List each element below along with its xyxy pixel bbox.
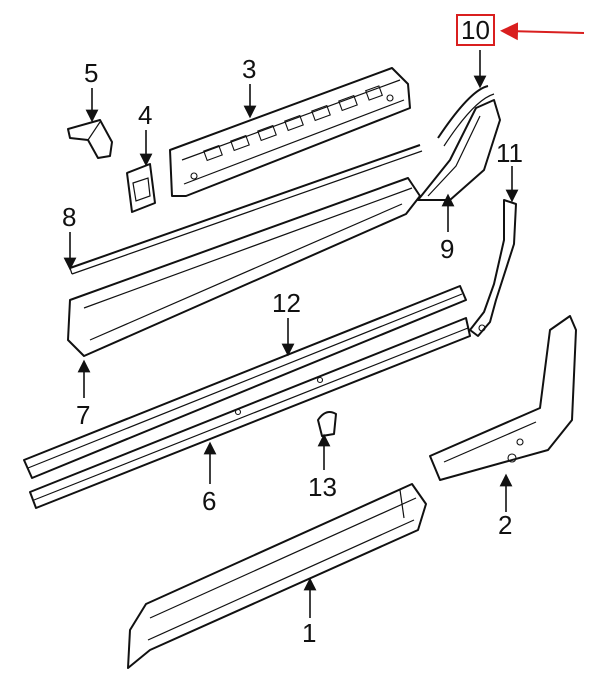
- callout-9: 9: [440, 234, 455, 264]
- callout-2: 2: [498, 510, 513, 540]
- callout-11: 11: [496, 138, 523, 168]
- callout-13: 13: [308, 472, 337, 502]
- part-6-sill-plate: [29, 317, 471, 509]
- part-4-plate: [126, 163, 156, 213]
- callout-5: 5: [84, 58, 99, 88]
- callout-1: 1: [302, 618, 317, 648]
- leader-lines: [63, 50, 519, 618]
- part-9-pillar-trim: [417, 99, 501, 201]
- part-12-sill-plate: [23, 285, 467, 479]
- part-10-seal: [437, 85, 495, 147]
- part-5-bracket: [67, 119, 113, 159]
- callout-4: 4: [138, 100, 153, 130]
- callout-12: 12: [272, 288, 301, 318]
- part-3-reinforcement: [169, 67, 411, 197]
- callout-6: 6: [202, 486, 217, 516]
- callout-8: 8: [62, 202, 77, 232]
- part-13-clip: [317, 411, 337, 437]
- part-1-rocker-panel: [127, 483, 427, 669]
- callout-7: 7: [76, 400, 91, 430]
- part-8-weatherstrip: [69, 144, 423, 275]
- callout-10: 10: [456, 14, 495, 46]
- rocker-molding-upper: [67, 177, 421, 357]
- highlight-arrow: [500, 22, 585, 41]
- part-2-extension: [429, 315, 577, 481]
- part-11-brace: [469, 199, 517, 337]
- callout-3: 3: [242, 54, 257, 84]
